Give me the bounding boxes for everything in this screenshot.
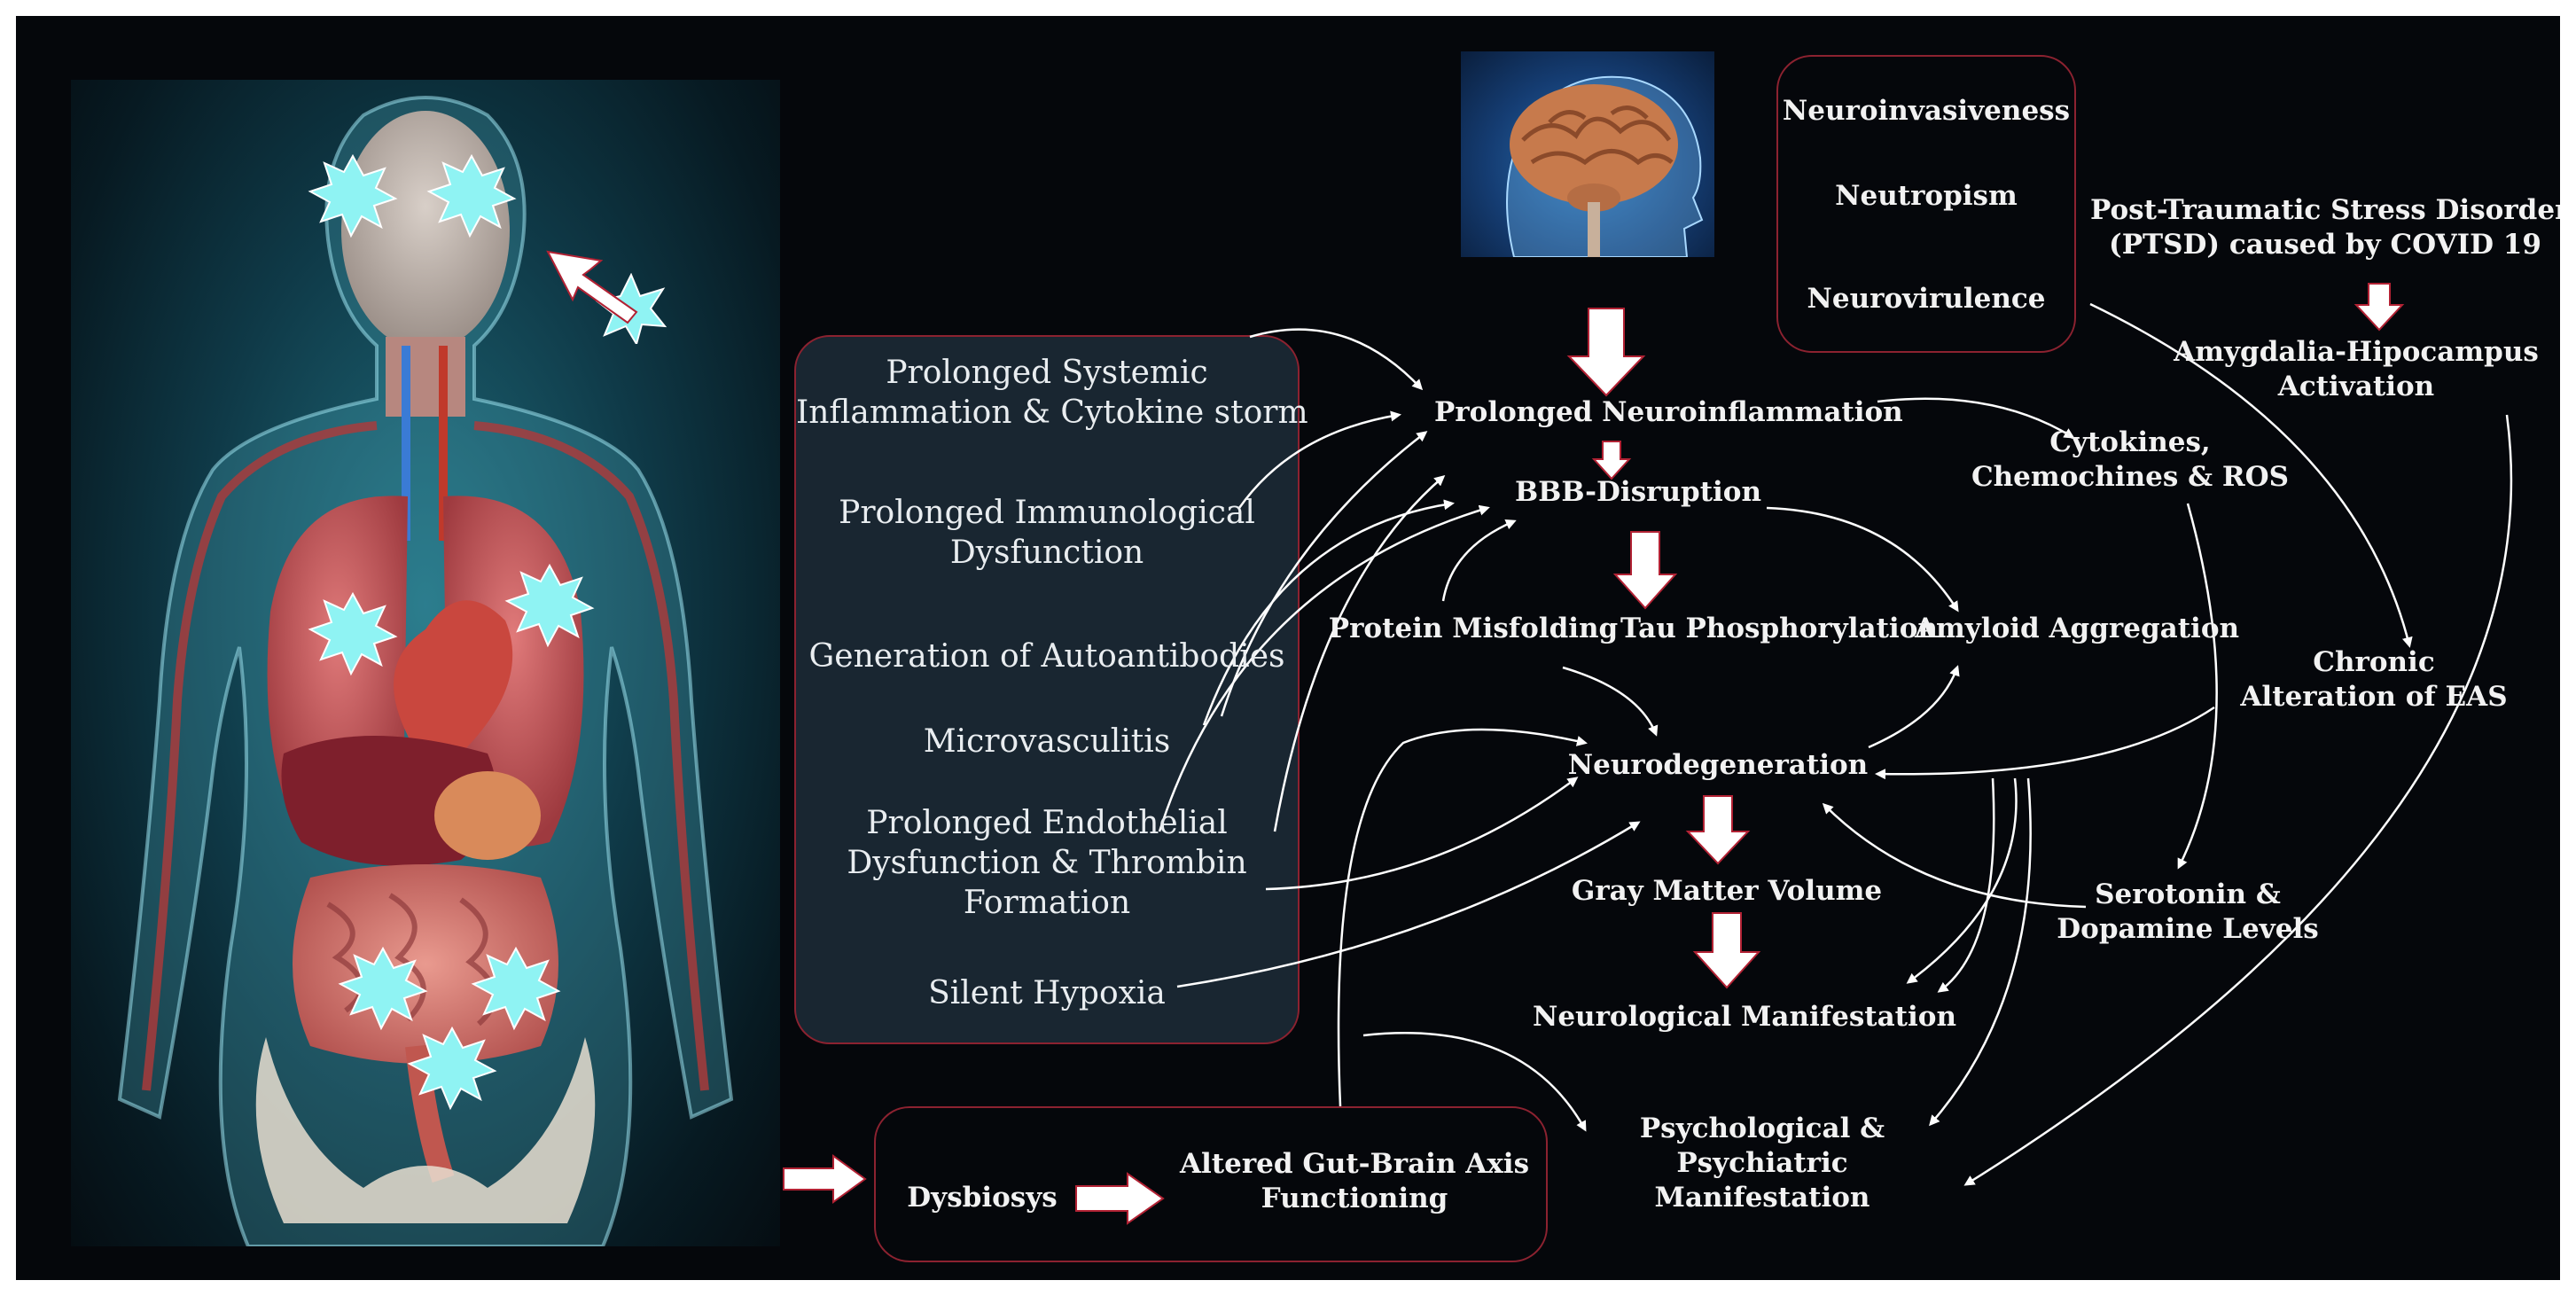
node-neurological-manifestation: Neurological Manifestation [1533, 1001, 1956, 1033]
neuro-item-neuroinvasiveness: Neuroinvasiveness [1782, 95, 2071, 127]
node-protein-misfolding: Protein Misfolding [1328, 613, 1619, 644]
node-gut-brain-axis: Altered Gut-Brain Axis Functioning [1179, 1148, 1530, 1214]
brain-drawing [1506, 75, 1704, 257]
diagram-canvas: Prolonged Systemic Inflammation & Cytoki… [16, 16, 2560, 1280]
human-body-drawing [117, 96, 734, 1246]
connector-arrows [546, 250, 2513, 1225]
left-box-item-autoantibodies: Generation of Autoantibodies [808, 638, 1285, 675]
node-dysbiosis: Dysbiosys [907, 1182, 1058, 1214]
human-body-illustration [71, 80, 780, 1246]
infection-star-icons [308, 153, 595, 1111]
node-bbb-disruption: BBB-Disruption [1514, 476, 1762, 508]
node-chronic-eas: Chronic Alteration of EAS [2240, 646, 2508, 713]
node-serotonin-dopamine: Serotonin & Dopamine Levels [2057, 878, 2319, 945]
gut-brain-box [874, 1106, 1548, 1262]
brain-head-image [1461, 51, 1714, 257]
systemic-factors-box [794, 335, 1300, 1044]
node-amyloid-aggregation: Amyloid Aggregation [1914, 613, 2240, 644]
left-box-item-systemic-inflammation: Prolonged Systemic Inflammation & Cytoki… [796, 355, 1308, 431]
node-ptsd: Post-Traumatic Stress Disorder (PTSD) ca… [2090, 194, 2560, 261]
left-box-item-immunological-dysfunction: Prolonged Immunological Dysfunction [839, 495, 1255, 571]
neuro-properties-box [1776, 55, 2076, 353]
node-psychological-manifestation: Psychological & Psychiatric Manifestatio… [1639, 1113, 1885, 1214]
left-box-item-microvasculitis: Microvasculitis [923, 723, 1171, 760]
node-amygdala: Amygdalia-Hipocampus Activation [2174, 336, 2539, 402]
node-gray-matter: Gray Matter Volume [1571, 875, 1883, 907]
node-neuroinflammation: Prolonged Neuroinflammation [1434, 396, 1903, 428]
left-box-item-endothelial-dysfunction: Prolonged Endothelial Dysfunction & Thro… [847, 805, 1247, 921]
node-tau-phosphorylation: Tau Phosphorylation [1620, 613, 1938, 644]
left-box-item-silent-hypoxia: Silent Hypoxia [928, 975, 1166, 1011]
neuro-item-neutropism: Neutropism [1835, 180, 2018, 212]
node-neurodegeneration: Neurodegeneration [1567, 749, 1869, 781]
neuro-item-neurovirulence: Neurovirulence [1807, 283, 2046, 315]
node-cytokines: Cytokines, Chemochines & ROS [1971, 426, 2290, 493]
